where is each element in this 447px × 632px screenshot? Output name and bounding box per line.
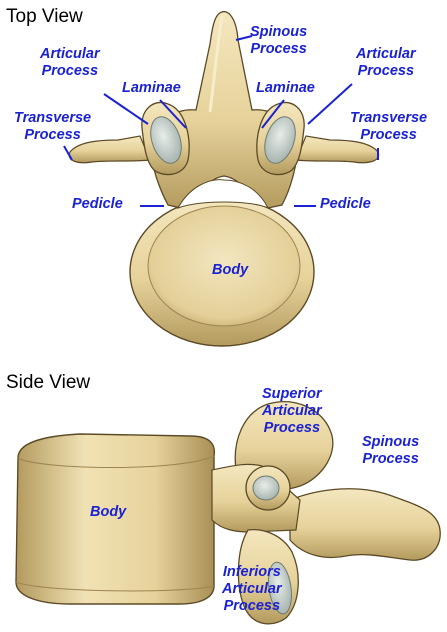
label-pedicle-right: Pedicle: [320, 196, 371, 213]
leader-articular-process-left: [104, 94, 148, 124]
label-articular-process-left: Articular Process: [40, 46, 100, 80]
side-view-heading: Side View: [6, 372, 90, 394]
top-view-heading: Top View: [6, 6, 83, 28]
label-articular-process-right: Articular Process: [356, 46, 416, 80]
spinous-process-side-shape: [290, 489, 440, 560]
label-superior-articular-process: Superior Articular Process: [262, 386, 322, 437]
label-laminae-right: Laminae: [256, 80, 315, 97]
label-laminae-left: Laminae: [122, 80, 181, 97]
label-body-top: Body: [212, 262, 248, 279]
top-view-vertebra: [69, 12, 378, 346]
label-spinous-process: Spinous Process: [250, 24, 307, 58]
label-body-side: Body: [90, 504, 126, 521]
label-pedicle-left: Pedicle: [72, 196, 123, 213]
label-spinous-process-side: Spinous Process: [362, 434, 419, 468]
label-inferior-articular-process: Inferiors Articular Process: [222, 564, 282, 615]
label-transverse-process-left: Transverse Process: [14, 110, 91, 144]
label-transverse-process-right: Transverse Process: [350, 110, 427, 144]
